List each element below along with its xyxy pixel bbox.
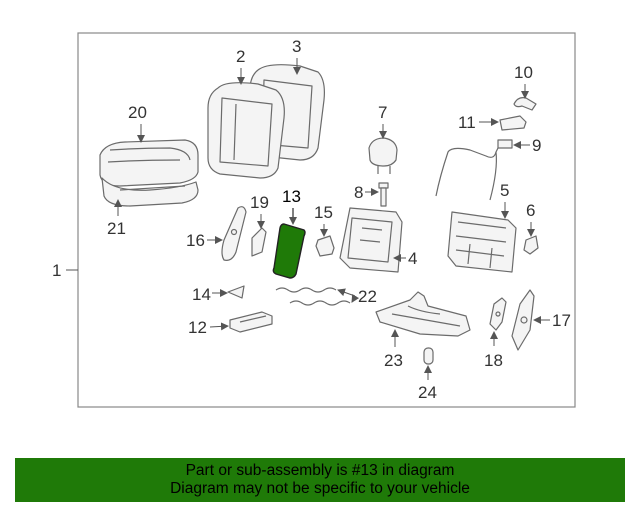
part-14 [227, 285, 245, 299]
parts-diagram: 1 20 21 2 3 7 8 4 [52, 32, 576, 408]
part-12 [229, 311, 273, 333]
part-18 [489, 297, 507, 331]
callout-6: 6 [526, 201, 535, 220]
part-headrest [368, 137, 398, 174]
part-16 [221, 206, 247, 261]
callout-8: 8 [354, 183, 363, 202]
callout-3: 3 [292, 37, 301, 56]
callout-14: 14 [192, 285, 211, 304]
callout-20: 20 [128, 103, 147, 122]
part-back-panel [339, 207, 403, 273]
callout-5: 5 [500, 181, 509, 200]
callout-16: 16 [186, 231, 205, 250]
callout-19: 19 [250, 193, 269, 212]
part-13-highlighted [272, 223, 306, 279]
callout-23: 23 [384, 351, 403, 370]
callout-1: 1 [52, 261, 61, 280]
callout-18: 18 [484, 351, 503, 370]
part-seat-cushion [99, 139, 199, 207]
callout-17: 17 [552, 311, 571, 330]
part-24 [423, 347, 434, 365]
part-seat-frame [375, 291, 471, 337]
part-seat-back-rear [207, 82, 285, 179]
part-springs [275, 287, 351, 306]
callout-4: 4 [408, 249, 417, 268]
callout-10: 10 [514, 63, 533, 82]
callout-11: 11 [458, 113, 476, 132]
callout-12: 12 [188, 318, 207, 337]
info-banner: Part or sub-assembly is #13 in diagram D… [15, 458, 625, 502]
callout-15: 15 [314, 203, 333, 222]
callout-24: 24 [418, 383, 437, 402]
banner-line-1: Part or sub-assembly is #13 in diagram [185, 462, 455, 479]
banner-line-2: Diagram may not be specific to your vehi… [170, 480, 470, 497]
diagram-frame [77, 32, 576, 408]
callout-9: 9 [532, 136, 541, 155]
part-headrest-guide [378, 182, 389, 207]
part-19 [251, 227, 267, 257]
callout-7: 7 [378, 103, 387, 122]
part-11 [499, 115, 527, 131]
part-back-frame [447, 211, 517, 273]
callout-2: 2 [236, 47, 245, 66]
callout-13: 13 [282, 187, 301, 206]
part-17 [511, 289, 535, 351]
part-cable [435, 139, 513, 201]
part-10 [513, 97, 537, 111]
part-6 [523, 235, 539, 255]
callout-22: 22 [358, 287, 377, 306]
part-15 [315, 235, 335, 257]
callout-21: 21 [107, 219, 126, 238]
